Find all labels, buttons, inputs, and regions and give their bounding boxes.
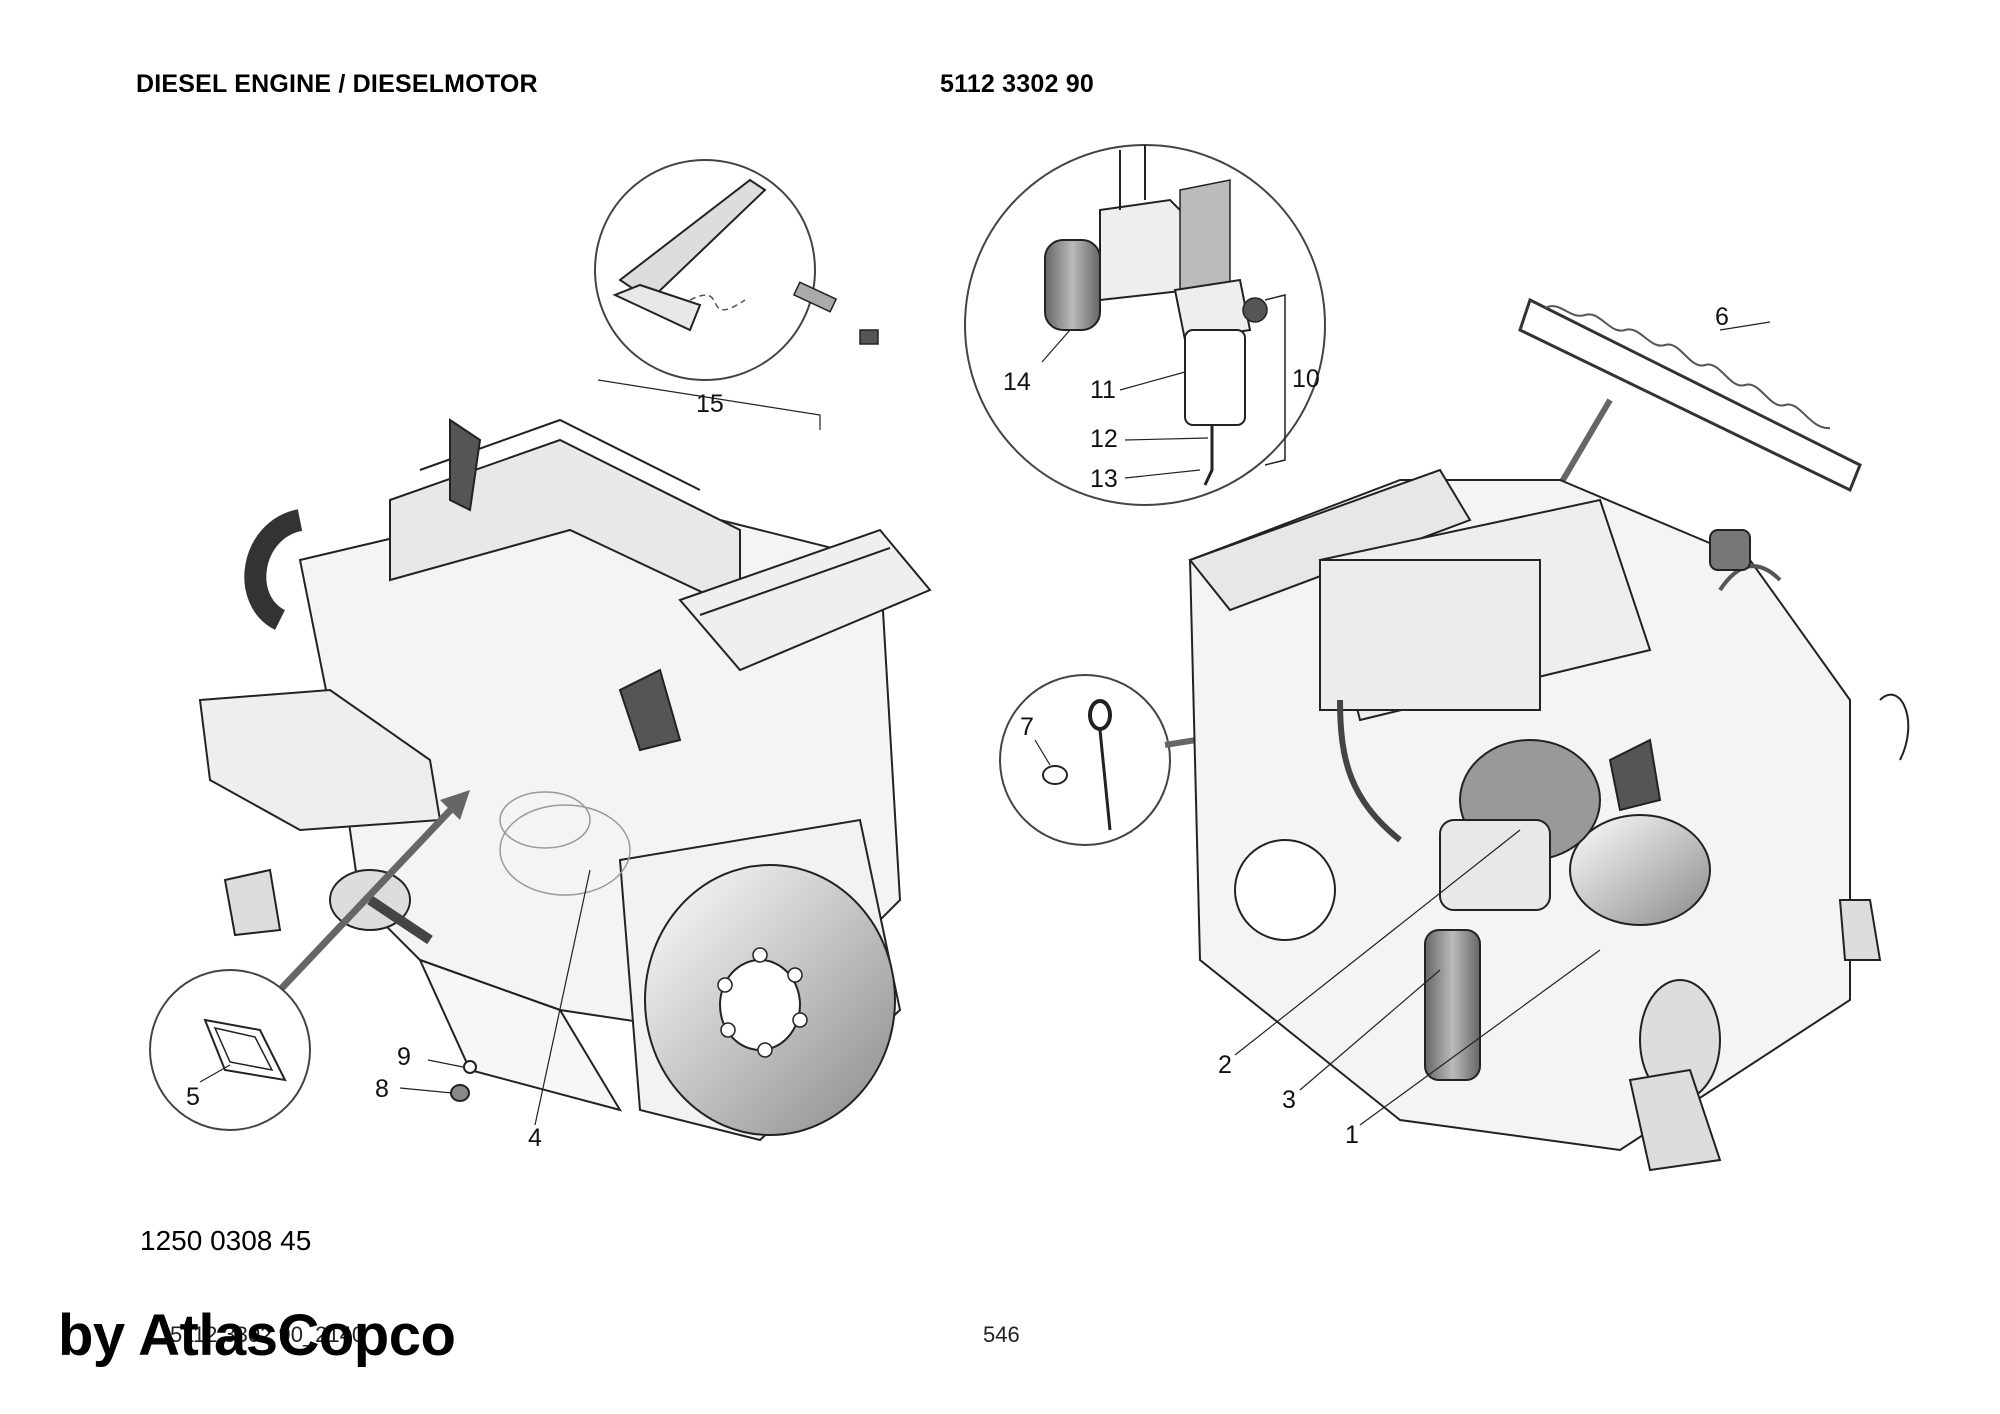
callout-13: 13 xyxy=(1090,465,1118,493)
left-pointer-arrow xyxy=(277,797,463,993)
callout-6: 6 xyxy=(1715,303,1729,331)
left-pointer-arrowhead xyxy=(440,790,470,820)
footer-document-code: 5112 3302 90_2140 xyxy=(170,1322,365,1347)
callout-15: 15 xyxy=(696,390,724,418)
callout-8: 8 xyxy=(375,1075,389,1103)
right-engine-view xyxy=(1188,468,1910,1172)
part-number: 5112 3302 90 xyxy=(940,70,1094,98)
reference-number: 1250 0308 45 xyxy=(140,1225,312,1256)
drawing-title: DIESEL ENGINE / DIESELMOTOR xyxy=(136,70,538,98)
leader-lines-right xyxy=(1234,829,1601,1126)
page-number: 546 xyxy=(983,1322,1020,1347)
detail-circle-gasket xyxy=(149,969,311,1131)
watermark: by AtlasCopco xyxy=(58,1303,456,1368)
callout-11: 11 xyxy=(1090,376,1116,404)
detail-circle-pedal xyxy=(594,159,879,430)
callout-14: 14 xyxy=(1003,368,1031,396)
callout-3: 3 xyxy=(1282,1086,1296,1114)
left-engine-view xyxy=(198,418,932,1142)
detail-circle-fuel-filter xyxy=(964,144,1326,506)
callout-1: 1 xyxy=(1345,1121,1359,1149)
callout-4: 4 xyxy=(528,1124,542,1152)
valve-cover-gasket xyxy=(1518,297,1862,493)
callout-12: 12 xyxy=(1090,425,1118,453)
callout-2: 2 xyxy=(1218,1051,1232,1079)
callout-9: 9 xyxy=(397,1043,411,1071)
callout-5: 5 xyxy=(186,1083,200,1111)
detail-circle-dipstick xyxy=(999,674,1171,846)
callout-10: 10 xyxy=(1292,365,1320,393)
callout-7: 7 xyxy=(1020,713,1034,741)
leader-lines-left xyxy=(399,869,591,1126)
